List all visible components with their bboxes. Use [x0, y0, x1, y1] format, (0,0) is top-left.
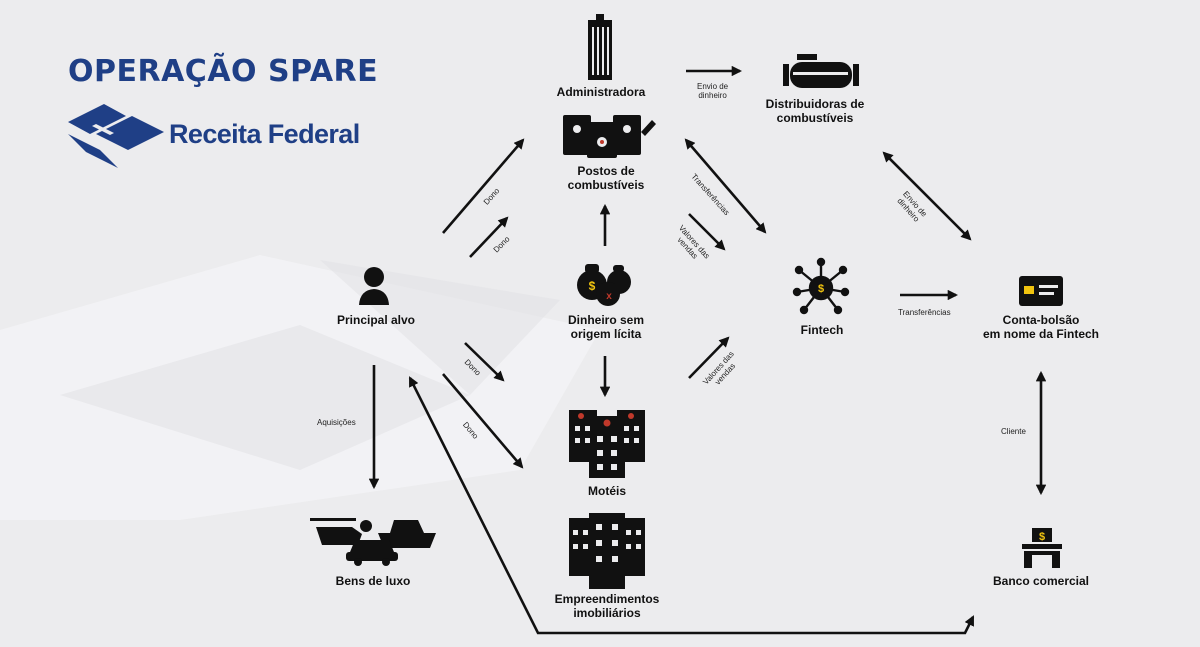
node-bens-de-luxo: Bens de luxo — [335, 574, 411, 588]
arrow-principal-to-moteis-1 — [464, 342, 505, 382]
money-bag-icon: $ x — [577, 264, 631, 306]
real-estate-icon — [569, 513, 645, 589]
arrow-valores-moteis — [688, 336, 730, 379]
node-postos: Postos de combustíveis — [567, 164, 645, 192]
svg-text:$: $ — [1039, 531, 1045, 543]
svg-text:$: $ — [589, 279, 596, 293]
node-principal-alvo: Principal alvo — [336, 313, 416, 327]
svg-text:$: $ — [818, 283, 824, 295]
svg-text:x: x — [606, 291, 612, 302]
node-conta-bolsao: Conta-bolsão em nome da Fintech — [982, 313, 1100, 341]
edge-label-envio-admin: Envio de dinheiro — [697, 82, 729, 100]
arrow-banco-principal — [408, 376, 975, 635]
arrow-principal-to-postos-1 — [442, 138, 525, 234]
edge-label-aquisicoes: Aquisições — [317, 418, 356, 427]
node-banco-comercial: Banco comercial — [992, 574, 1090, 588]
edge-label-cliente: Cliente — [1001, 427, 1026, 436]
motel-icon — [569, 410, 645, 478]
node-dinheiro: Dinheiro sem origem lícita — [567, 313, 645, 341]
fintech-network-icon: $ — [792, 257, 850, 315]
node-distribuidoras: Distribuidoras de combustíveis — [765, 97, 865, 125]
account-card-icon — [1019, 276, 1063, 306]
person-icon — [359, 267, 389, 305]
node-fintech: Fintech — [800, 323, 844, 337]
gas-station-icon — [563, 115, 656, 158]
building-icon — [588, 14, 612, 80]
bank-icon: $ — [1022, 528, 1062, 568]
receita-federal-logo — [68, 104, 164, 168]
edge-label-transferencias-fintech: Transferências — [898, 308, 951, 317]
arrow-postos-fintech — [684, 138, 767, 234]
brand-name: Receita Federal — [169, 119, 360, 149]
luxury-goods-icon — [310, 518, 436, 566]
arrow-distribuidoras-conta — [882, 151, 972, 241]
node-moteis: Motéis — [587, 484, 627, 498]
page-title: OPERAÇÃO SPARE — [68, 54, 379, 89]
arrow-principal-to-postos-2 — [469, 216, 509, 258]
node-administradora: Administradora — [556, 85, 646, 99]
arrow-valores-postos — [688, 213, 726, 251]
fuel-truck-icon — [783, 54, 859, 88]
node-empreendimentos: Empreendimentos imobiliários — [554, 592, 660, 620]
